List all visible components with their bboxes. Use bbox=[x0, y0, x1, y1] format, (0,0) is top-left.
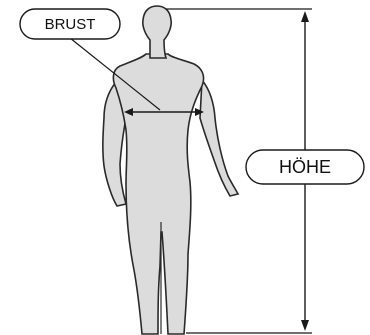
chest-label: BRUST bbox=[45, 16, 96, 33]
human-figure bbox=[103, 6, 238, 334]
right-arm bbox=[200, 80, 238, 196]
height-arrow-down-icon bbox=[301, 320, 309, 331]
torso-and-legs bbox=[113, 54, 203, 334]
head bbox=[143, 6, 171, 58]
height-measurement: HÖHE bbox=[166, 9, 364, 333]
height-label: HÖHE bbox=[279, 157, 331, 177]
height-arrow-up-icon bbox=[301, 11, 309, 22]
